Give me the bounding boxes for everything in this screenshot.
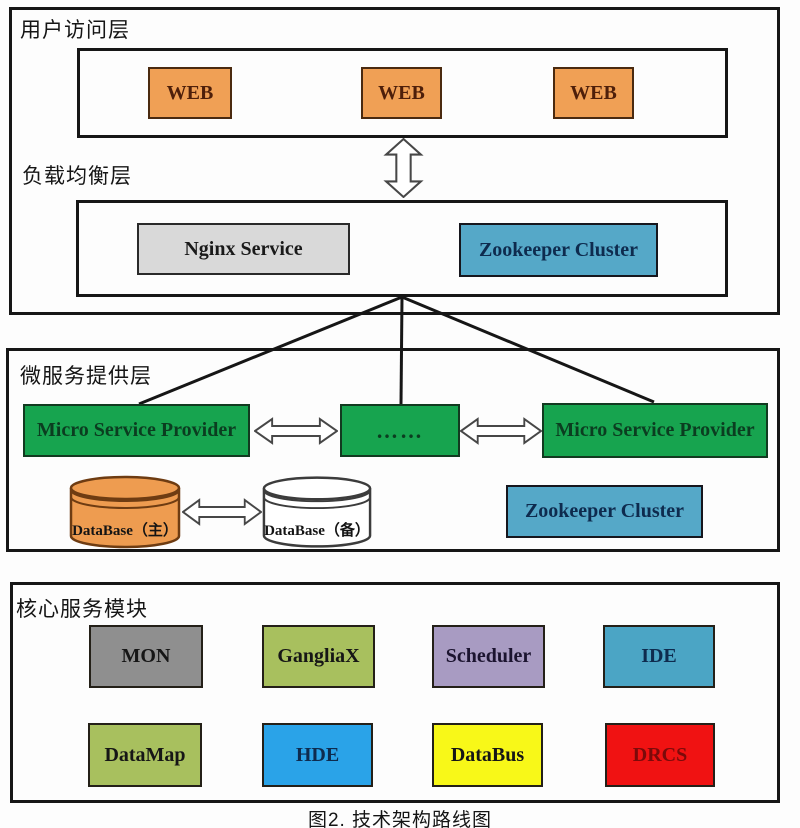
module-label: DataBus	[450, 743, 525, 766]
load-balance-container-frame	[76, 200, 728, 297]
database-primary-cylinder-icon: DataBase（主）	[67, 475, 183, 550]
nginx-service-box: Nginx Service	[137, 223, 350, 275]
micro-service-provider-right-label: Micro Service Provider	[555, 419, 755, 441]
database-backup-cylinder-icon: DataBase（备）	[260, 475, 374, 550]
module-box-gangliax: GangliaX	[262, 625, 375, 688]
module-label: Scheduler	[445, 645, 532, 667]
web-container-frame	[77, 48, 728, 138]
micro-service-layer-label: 微服务提供层	[20, 365, 152, 388]
module-label: DataMap	[104, 743, 186, 766]
double-arrow-left-right-icon	[182, 498, 262, 526]
module-label: MON	[121, 645, 171, 667]
module-box-drcs: DRCS	[605, 723, 715, 787]
micro-service-provider-left-label: Micro Service Provider	[36, 419, 237, 441]
double-arrow-vertical-icon	[382, 138, 425, 198]
zookeeper-cluster-box-lb: Zookeeper Cluster	[459, 223, 658, 277]
load-balance-layer-label: 负载均衡层	[22, 165, 132, 188]
web-box-1-label: WEB	[166, 81, 214, 104]
ellipsis-label: ……	[376, 417, 424, 443]
database-primary-label: DataBase（主）	[72, 523, 178, 539]
module-box-scheduler: Scheduler	[432, 625, 545, 688]
figure-caption: 图2. 技术架构路线图	[307, 810, 493, 828]
module-box-databus: DataBus	[432, 723, 543, 787]
double-arrow-left-right-icon	[254, 417, 338, 445]
module-box-ide: IDE	[603, 625, 715, 688]
module-box-datamap: DataMap	[88, 723, 202, 787]
user-access-layer-label: 用户访问层	[20, 19, 130, 42]
module-box-hde: HDE	[262, 723, 373, 787]
nginx-service-label: Nginx Service	[184, 237, 303, 260]
module-label: HDE	[295, 743, 340, 766]
micro-service-provider-left-box: Micro Service Provider	[23, 404, 250, 457]
core-modules-layer-label: 核心服务模块	[16, 598, 148, 621]
zookeeper-cluster-lb-label: Zookeeper Cluster	[478, 238, 639, 261]
module-label: IDE	[641, 645, 677, 667]
web-box-2-label: WEB	[378, 81, 425, 104]
web-box-1: WEB	[148, 67, 232, 119]
web-box-3-label: WEB	[570, 81, 617, 104]
zookeeper-cluster-ms-label: Zookeeper Cluster	[524, 500, 685, 522]
micro-service-provider-middle-box: ……	[340, 404, 460, 457]
module-label: DRCS	[632, 743, 688, 766]
core-modules-frame	[10, 582, 780, 803]
module-box-mon: MON	[89, 625, 203, 688]
web-box-2: WEB	[361, 67, 442, 119]
module-label: GangliaX	[277, 645, 360, 667]
zookeeper-cluster-box-ms: Zookeeper Cluster	[506, 485, 703, 538]
database-backup-label: DataBase（备）	[264, 523, 370, 539]
double-arrow-left-right-icon	[460, 417, 542, 445]
micro-service-provider-right-box: Micro Service Provider	[542, 403, 768, 458]
web-box-3: WEB	[553, 67, 634, 119]
